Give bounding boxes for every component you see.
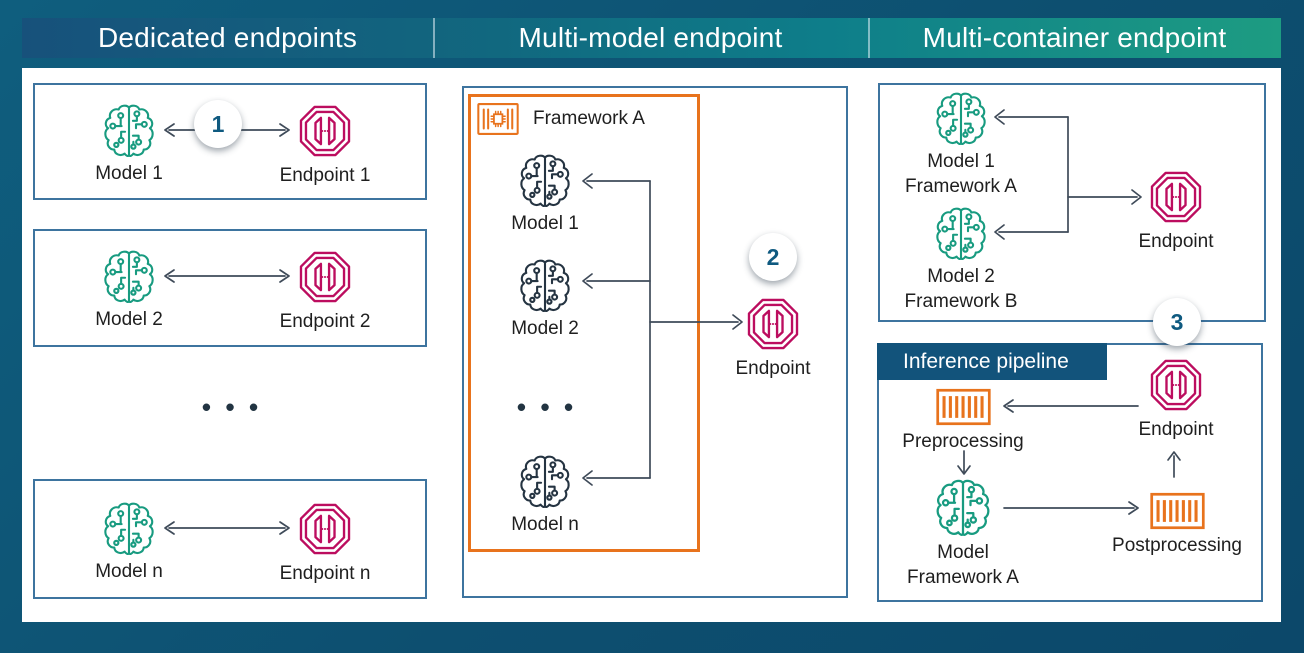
endpoint-label: Endpoint 1	[279, 165, 371, 186]
model-2-figure: Model 2	[64, 248, 194, 332]
ellipsis: • • •	[201, 392, 259, 422]
dedicated-row-1-box: Model 1 1 Endpoint 1	[33, 83, 427, 200]
mc-endpoint-figure: Endpoint	[1111, 168, 1241, 254]
model-label: Model n	[95, 561, 163, 582]
model-label: Model 2	[511, 318, 579, 339]
multi-model-connector-tree	[582, 173, 743, 486]
badge-2: 2	[749, 233, 797, 281]
pipeline-endpoint-figure: Endpoint	[1111, 356, 1241, 442]
model-icon	[517, 152, 573, 208]
model-icon	[517, 257, 573, 313]
endpoint-icon	[744, 295, 802, 353]
postprocessing-figure: Postprocessing	[1112, 492, 1242, 558]
framework-a-box	[468, 94, 700, 552]
model-icon	[101, 102, 157, 158]
preprocessing-figure: Preprocessing	[898, 388, 1028, 454]
model-label: Model 2	[95, 309, 163, 330]
endpoint-label: Endpoint	[735, 358, 811, 379]
endpoint-icon	[296, 248, 354, 306]
model-n-figure: Model n	[64, 500, 194, 584]
framework-label: Framework A	[533, 108, 645, 130]
header-multi-container-endpoint: Multi-container endpoint	[922, 22, 1227, 53]
model-icon	[517, 453, 573, 509]
model-label-line1: Model 2	[927, 266, 995, 287]
model-endpoint-arrow	[164, 269, 290, 283]
badge-3: 3	[1153, 298, 1201, 346]
endpoint-label: Endpoint	[1138, 231, 1214, 252]
dedicated-row-2-box: Model 2 Endpoint 2	[33, 229, 427, 347]
endpoint-icon	[296, 500, 354, 558]
endpoint-icon	[296, 102, 354, 160]
mm-model-2-figure: Model 2	[480, 257, 610, 341]
ellipsis: • • •	[516, 392, 574, 422]
model-icon	[933, 477, 993, 537]
model-label-line2: Framework A	[905, 176, 1017, 198]
preprocessing-label: Preprocessing	[902, 431, 1024, 452]
endpoint-icon	[1147, 356, 1205, 414]
model-icon	[101, 248, 157, 304]
model-icon	[933, 205, 989, 261]
model-endpoint-arrow	[164, 521, 290, 535]
model-1-figure: Model 1	[64, 102, 194, 186]
endpoint-2-figure: Endpoint 2	[260, 248, 390, 334]
endpoint-label: Endpoint 2	[279, 311, 371, 332]
framework-a-header: Framework A	[476, 100, 645, 138]
endpoint-label: Endpoint n	[279, 563, 371, 584]
inference-pipeline-title: Inference pipeline	[877, 343, 1107, 380]
model-label: Model n	[511, 514, 579, 535]
endpoint-1-figure: Endpoint 1	[260, 102, 390, 188]
model-label-line1: Model 1	[927, 151, 995, 172]
pipeline-model-figure: Model Framework A	[898, 477, 1028, 590]
endpoint-n-figure: Endpoint n	[260, 500, 390, 586]
mc-model-2-figure: Model 2 Framework B	[896, 205, 1026, 314]
mc-model-1-figure: Model 1 Framework A	[896, 90, 1026, 199]
preprocessing-icon	[935, 388, 992, 426]
preprocessing-to-model-arrow	[957, 450, 971, 475]
mm-model-1-figure: Model 1	[480, 152, 610, 236]
model-label-line1: Model	[937, 542, 989, 563]
postprocessing-icon	[1149, 492, 1206, 530]
container-icon	[476, 100, 520, 138]
model-label: Model 1	[95, 163, 163, 184]
multi-container-top-box	[878, 83, 1266, 322]
column-header-bar: Dedicated endpoints Multi-model endpoint…	[22, 18, 1281, 58]
header-divider	[868, 18, 870, 58]
postprocessing-to-endpoint-arrow	[1167, 451, 1181, 478]
model-label: Model 1	[511, 213, 579, 234]
model-label-line2: Framework B	[904, 291, 1018, 313]
header-multi-model-endpoint: Multi-model endpoint	[518, 22, 783, 53]
model-to-postprocessing-arrow	[1003, 501, 1139, 515]
model-icon	[933, 90, 989, 146]
mm-model-n-figure: Model n	[480, 453, 610, 537]
badge-1: 1	[194, 100, 242, 148]
endpoint-icon	[1147, 168, 1205, 226]
model-label-line2: Framework A	[907, 567, 1019, 589]
endpoint-to-preprocessing-arrow	[1003, 399, 1139, 413]
header-dedicated-endpoints: Dedicated endpoints	[97, 22, 358, 53]
mm-endpoint-figure: Endpoint	[708, 295, 838, 381]
endpoint-label: Endpoint	[1138, 419, 1214, 440]
header-divider	[433, 18, 435, 58]
postprocessing-label: Postprocessing	[1112, 535, 1242, 556]
inference-pipeline-box	[877, 343, 1263, 602]
model-icon	[101, 500, 157, 556]
multi-container-connector-tree	[994, 109, 1142, 240]
dedicated-row-n-box: Model n Endpoint n	[33, 479, 427, 599]
